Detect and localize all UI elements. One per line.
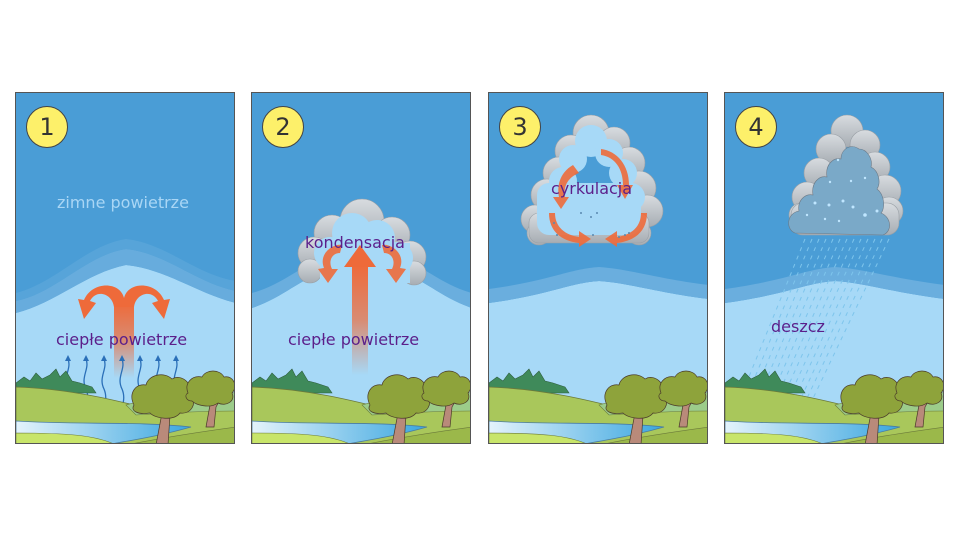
panel-3-circulation: 3 cyrkulacja	[488, 92, 708, 444]
rising-air-arrow-head	[344, 245, 376, 267]
warm-air-arrow-stem	[114, 303, 134, 378]
circulation-arrow-bottom-left	[549, 213, 591, 247]
circulation-label: cyrkulacja	[551, 179, 633, 198]
condensation-arrow-left	[318, 244, 342, 283]
warm-air-label: ciepłe powietrze	[288, 330, 420, 349]
air-boundary-band	[16, 249, 234, 313]
hail-droplets	[805, 158, 879, 223]
step-number-badge: 3	[499, 106, 541, 148]
split-arrow-head	[78, 285, 170, 319]
warm-air-label: ciepłe powietrze	[56, 330, 188, 349]
droplets	[553, 212, 630, 238]
step-number-badge: 4	[735, 106, 777, 148]
circulation-arrow-top-right	[601, 149, 633, 199]
circulation-arrow-top-left	[553, 165, 579, 209]
step-number-badge: 1	[26, 106, 68, 148]
rising-air-arrow-stem	[352, 265, 368, 375]
condensation-label: kondensacja	[305, 233, 405, 252]
cold-air-label: zimne powietrze	[57, 193, 189, 212]
panel-4-illustration	[725, 114, 943, 443]
step-number-badge: 2	[262, 106, 304, 148]
panel-1-illustration	[16, 239, 234, 443]
circulation-arrow-bottom-right	[605, 213, 647, 247]
panel-2-illustration	[252, 198, 470, 443]
panel-3-illustration	[489, 114, 707, 443]
rain-label: deszcz	[771, 317, 825, 336]
panel-2-condensation: 2 kondensacja ciepłe powietrze	[251, 92, 471, 444]
panel-4-rain: 4 deszcz	[724, 92, 944, 444]
condensation-arrow-right	[382, 244, 406, 283]
panel-1-warm-air-rising: 1 zimne powietrze ciepłe powietrze	[15, 92, 235, 444]
